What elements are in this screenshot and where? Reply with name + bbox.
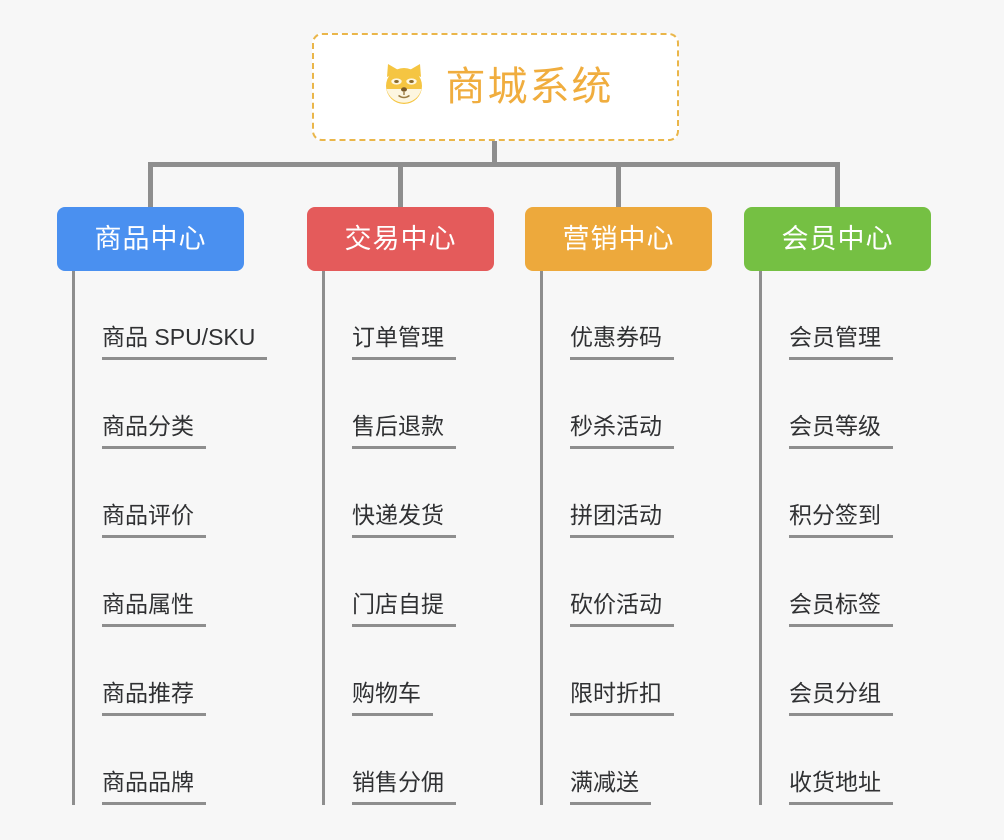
list-item[interactable]: 优惠券码 [540, 271, 712, 360]
list-item-label: 订单管理 [352, 326, 456, 360]
list-item-label: 限时折扣 [570, 682, 674, 716]
list-item-label: 商品推荐 [102, 682, 206, 716]
list-item[interactable]: 商品品牌 [72, 716, 267, 805]
branch-spine-3 [759, 271, 762, 805]
list-item[interactable]: 会员标签 [759, 538, 931, 627]
root-title: 商城系统 [445, 65, 614, 109]
list-item-label: 门店自提 [352, 593, 456, 627]
list-item[interactable]: 会员等级 [759, 360, 931, 449]
list-item[interactable]: 会员管理 [759, 271, 931, 360]
branch-children-1: 订单管理 售后退款 快递发货 门店自提 购物车 销售分佣 [307, 271, 494, 805]
branch-column-3: 会员中心 会员管理 会员等级 积分签到 会员标签 会员分组 收货地址 [744, 207, 931, 805]
branch-header-2[interactable]: 营销中心 [525, 207, 712, 271]
list-item-label: 收货地址 [789, 771, 893, 805]
list-item-label: 商品分类 [102, 415, 206, 449]
list-item-label: 商品属性 [102, 593, 206, 627]
list-item[interactable]: 满减送 [540, 716, 712, 805]
list-item-label: 会员标签 [789, 593, 893, 627]
branch-header-label: 会员中心 [781, 223, 894, 254]
list-item-label: 秒杀活动 [570, 415, 674, 449]
branch-column-1: 交易中心 订单管理 售后退款 快递发货 门店自提 购物车 销售分佣 [307, 207, 494, 805]
branch-header-0[interactable]: 商品中心 [57, 207, 244, 271]
branch-spine-2 [540, 271, 543, 805]
branch-header-1[interactable]: 交易中心 [307, 207, 494, 271]
list-item-label: 商品 SPU/SKU [102, 326, 268, 360]
list-item-label: 会员管理 [789, 326, 893, 360]
branch-header-3[interactable]: 会员中心 [744, 207, 931, 271]
connector-drop-3 [835, 162, 840, 209]
list-item[interactable]: 砍价活动 [540, 538, 712, 627]
branch-header-label: 商品中心 [94, 223, 207, 254]
list-item[interactable]: 拼团活动 [540, 449, 712, 538]
list-item[interactable]: 会员分组 [759, 627, 931, 716]
branch-header-label: 交易中心 [344, 223, 457, 254]
branch-children-2: 优惠券码 秒杀活动 拼团活动 砍价活动 限时折扣 满减送 [525, 271, 712, 805]
branch-spine-0 [72, 271, 75, 805]
list-item-label: 售后退款 [352, 415, 456, 449]
list-item[interactable]: 秒杀活动 [540, 360, 712, 449]
connector-drop-0 [148, 162, 153, 209]
list-item-label: 商品品牌 [102, 771, 206, 805]
list-item[interactable]: 商品评价 [72, 449, 267, 538]
list-item[interactable]: 订单管理 [322, 271, 494, 360]
list-item-label: 会员等级 [789, 415, 893, 449]
connector-drop-1 [398, 162, 403, 209]
list-item-label: 积分签到 [789, 504, 893, 538]
branch-column-2: 营销中心 优惠券码 秒杀活动 拼团活动 砍价活动 限时折扣 满减送 [525, 207, 712, 805]
branch-children-3: 会员管理 会员等级 积分签到 会员标签 会员分组 收货地址 [744, 271, 931, 805]
root-node[interactable]: 商城系统 [312, 33, 679, 141]
branch-children-0: 商品 SPU/SKU 商品分类 商品评价 商品属性 商品推荐 商品品牌 [57, 271, 268, 805]
list-item[interactable]: 商品推荐 [72, 627, 267, 716]
list-item[interactable]: 限时折扣 [540, 627, 712, 716]
list-item[interactable]: 收货地址 [759, 716, 931, 805]
list-item[interactable]: 商品分类 [72, 360, 267, 449]
branch-header-label: 营销中心 [562, 223, 675, 254]
list-item-label: 销售分佣 [352, 771, 456, 805]
connector-drop-2 [616, 162, 621, 209]
list-item[interactable]: 商品属性 [72, 538, 267, 627]
list-item[interactable]: 门店自提 [322, 538, 494, 627]
branch-column-0: 商品中心 商品 SPU/SKU 商品分类 商品评价 商品属性 商品推荐 商品品牌 [57, 207, 268, 805]
list-item[interactable]: 购物车 [322, 627, 494, 716]
list-item[interactable]: 售后退款 [322, 360, 494, 449]
list-item-label: 满减送 [570, 771, 651, 805]
list-item-label: 优惠券码 [570, 326, 674, 360]
connector-bar [148, 162, 840, 167]
connector-stem [492, 141, 497, 165]
list-item[interactable]: 商品 SPU/SKU [72, 271, 268, 360]
branch-spine-1 [322, 271, 325, 805]
list-item-label: 商品评价 [102, 504, 206, 538]
shiba-dog-icon [378, 59, 430, 116]
list-item-label: 拼团活动 [570, 504, 674, 538]
list-item-label: 会员分组 [789, 682, 893, 716]
list-item[interactable]: 积分签到 [759, 449, 931, 538]
list-item[interactable]: 快递发货 [322, 449, 494, 538]
list-item-label: 购物车 [352, 682, 433, 716]
list-item-label: 砍价活动 [570, 593, 674, 627]
list-item[interactable]: 销售分佣 [322, 716, 494, 805]
list-item-label: 快递发货 [352, 504, 456, 538]
